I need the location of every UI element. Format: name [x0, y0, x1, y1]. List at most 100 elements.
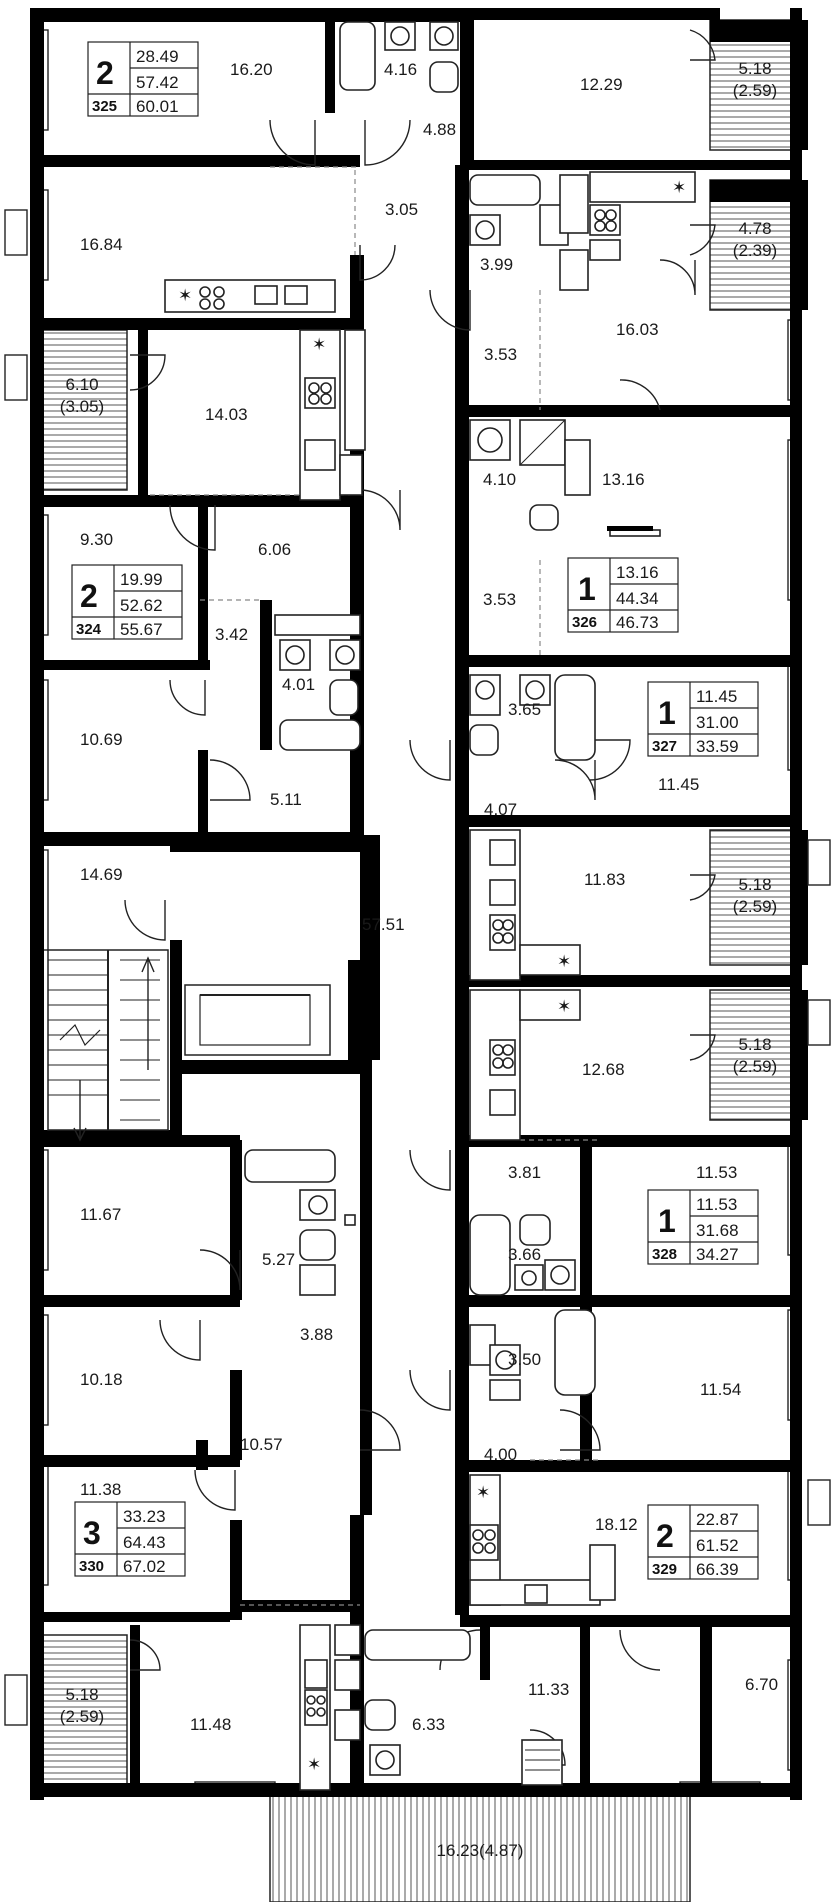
room-area: 3.53 [484, 345, 517, 364]
room-area: 3.99 [480, 255, 513, 274]
stair-arrow-icon [141, 956, 155, 1070]
terrace [269, 1794, 691, 1902]
apt-rooms-count: 3 [83, 1515, 101, 1551]
apt-rooms-count: 2 [80, 578, 98, 614]
room-area: 11.54 [700, 1380, 741, 1399]
apt-number: 328 [652, 1246, 677, 1263]
doors [124, 29, 716, 1766]
room-area: 12.29 [580, 75, 623, 94]
room-area: 11.33 [528, 1680, 569, 1699]
balcony-area: 5.18 [738, 59, 771, 78]
apt-area-with-balcony: 33.59 [696, 737, 739, 756]
room-area: 18.12 [595, 1515, 638, 1534]
apt-325-box[interactable]: 2 28.49 57.42 325 60.01 [87, 41, 199, 117]
balcony-labels: 5.18 (2.59) 4.78 (2.39) 6.10 (3.05) 5.18… [60, 59, 777, 1860]
room-area: 12.68 [582, 1060, 625, 1079]
apt-326-box[interactable]: 1 13.16 44.34 326 46.73 [567, 557, 679, 633]
apt-total-area: 64.43 [123, 1533, 166, 1552]
snowflake-icon: ✶ [178, 286, 192, 305]
svg-text:✶: ✶ [312, 335, 326, 354]
apt-area-with-balcony: 66.39 [696, 1560, 739, 1579]
apt-living-area: 28.49 [136, 47, 179, 66]
apt-rooms-count: 2 [656, 1518, 674, 1554]
balcony-right-4 [709, 989, 801, 1121]
room-area: 11.83 [584, 870, 625, 889]
svg-text:✶: ✶ [672, 178, 686, 197]
apt-328-box[interactable]: 1 11.53 31.68 328 34.27 [647, 1189, 759, 1265]
dashed-lines [150, 166, 600, 1606]
room-area: 11.48 [190, 1715, 231, 1734]
terrace-area: 16.23(4.87) [437, 1841, 524, 1860]
apt-area-with-balcony: 67.02 [123, 1557, 166, 1576]
apt-total-area: 31.68 [696, 1221, 739, 1240]
room-area: 4.10 [483, 470, 516, 489]
balcony-area-half: (2.59) [60, 1707, 104, 1726]
room-area: 11.38 [80, 1480, 121, 1499]
room-area: 4.16 [384, 60, 417, 79]
room-area: 4.88 [423, 120, 456, 139]
apt-number: 324 [76, 621, 102, 638]
room-area: 5.11 [270, 790, 302, 809]
apt-rooms-count: 1 [578, 571, 596, 607]
balcony-area: 6.10 [65, 375, 98, 394]
balcony-right-3 [709, 829, 801, 966]
apt-total-area: 52.62 [120, 596, 163, 615]
apt-327-box[interactable]: 1 11.45 31.00 327 33.59 [647, 681, 759, 757]
room-area: 11.53 [696, 1163, 737, 1182]
apt-living-area: 13.16 [616, 563, 659, 582]
room-area: 5.27 [262, 1250, 295, 1269]
room-area: 3.05 [385, 200, 418, 219]
apt-number: 327 [652, 738, 677, 755]
room-area: 3.81 [508, 1163, 541, 1182]
apt-rooms-count: 1 [658, 1203, 676, 1239]
svg-text:✶: ✶ [307, 1755, 321, 1774]
apt-total-area: 57.42 [136, 73, 179, 92]
apt-area-with-balcony: 34.27 [696, 1245, 739, 1264]
apt-number: 326 [572, 614, 597, 631]
balconies [30, 19, 808, 1902]
apt-total-area: 44.34 [616, 589, 659, 608]
apt-area-with-balcony: 60.01 [136, 97, 179, 116]
room-area: 3.88 [300, 1325, 333, 1344]
toilet-icon [429, 61, 459, 93]
room-area: 3.53 [483, 590, 516, 609]
staircase [47, 949, 331, 1142]
balcony-left-1 [36, 329, 128, 491]
room-area: 16.84 [80, 235, 123, 254]
room-area: 4.01 [282, 675, 315, 694]
apt-total-area: 31.00 [696, 713, 739, 732]
room-area: 3.42 [215, 625, 248, 644]
balcony-area: 5.18 [65, 1685, 98, 1704]
apt-number: 329 [652, 1561, 677, 1578]
room-area: 11.67 [80, 1205, 121, 1224]
apt-rooms-count: 2 [96, 55, 114, 91]
balcony-area-half: (2.59) [733, 897, 777, 916]
room-area: 3.66 [508, 1245, 541, 1264]
balcony-left-bottom [36, 1634, 128, 1796]
apt-324-box[interactable]: 2 19.99 52.62 324 55.67 [71, 564, 183, 640]
apt-330-box[interactable]: 3 33.23 64.43 330 67.02 [74, 1501, 186, 1577]
room-area: 3.65 [508, 700, 541, 719]
balcony-area-half: (2.59) [733, 1057, 777, 1076]
apt-living-area: 33.23 [123, 1507, 166, 1526]
apt-living-area: 11.53 [696, 1195, 737, 1214]
room-area: 4.00 [484, 1445, 517, 1464]
svg-text:✶: ✶ [557, 952, 571, 971]
balcony-area-half: (2.59) [733, 81, 777, 100]
apt-329-box[interactable]: 2 22.87 61.52 329 66.39 [647, 1504, 759, 1580]
apt-rooms-count: 1 [658, 695, 676, 731]
room-area: 3.50 [508, 1350, 541, 1369]
balcony-area-half: (3.05) [60, 397, 104, 416]
apt-living-area: 11.45 [696, 687, 737, 706]
balcony-area-half: (2.39) [733, 241, 777, 260]
balcony-area: 4.78 [738, 219, 771, 238]
closet [607, 526, 653, 531]
svg-text:✶: ✶ [557, 997, 571, 1016]
fixtures: ✶ ✶ ✶ [164, 21, 696, 1791]
apt-area-with-balcony: 55.67 [120, 620, 163, 639]
apt-area-with-balcony: 46.73 [616, 613, 659, 632]
apt-number: 325 [92, 98, 117, 115]
bathtub-icon [339, 21, 376, 91]
balcony-area: 5.18 [738, 875, 771, 894]
